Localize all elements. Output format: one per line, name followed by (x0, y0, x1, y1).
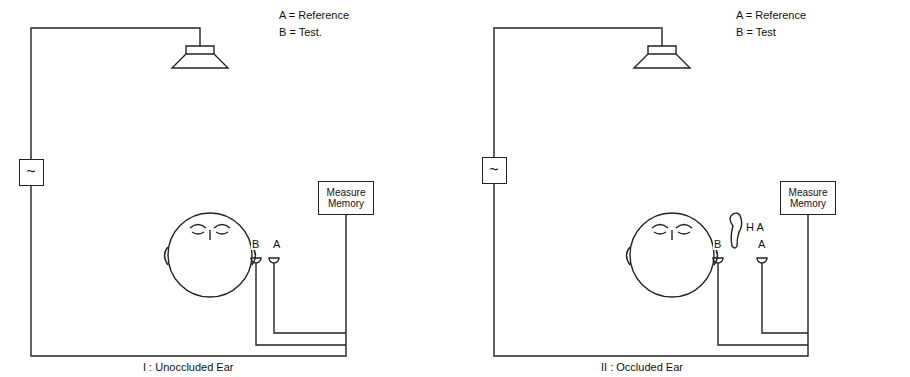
speaker-wire (494, 28, 662, 158)
microphone-b (713, 258, 808, 345)
node-text: ~ (489, 161, 498, 179)
signal-wire (494, 184, 808, 357)
microphone-a (757, 258, 808, 333)
panel-caption: I : Unoccluded Ear (142, 361, 235, 373)
panel-caption: II : Occluded Ear (600, 361, 684, 373)
microphone-label: A (757, 238, 766, 250)
ear (165, 247, 169, 265)
legend-note: A = Reference (278, 9, 350, 21)
microphone-a (269, 258, 346, 333)
node-text: ~ (26, 163, 35, 181)
microphone-label: A (272, 238, 281, 250)
microphone-label: B (251, 238, 260, 250)
legend-note: A = Reference (735, 9, 807, 21)
loudspeaker-symbol (634, 46, 690, 68)
loudspeaker-symbol (172, 46, 228, 68)
measure-memory-box: Measure Memory (318, 181, 374, 215)
face-nose (671, 230, 672, 240)
microphone-b (251, 258, 346, 345)
signal-generator: ~ (482, 157, 507, 184)
microphone-label: B (713, 238, 722, 250)
hearing-aid-symbol (730, 213, 742, 248)
head-outline (168, 213, 252, 297)
speaker-wire (31, 28, 200, 160)
signal-wire (31, 186, 346, 357)
signal-generator: ~ (19, 159, 44, 186)
face-nose (209, 230, 210, 240)
node-text: Measure Memory (785, 187, 831, 210)
hearing-aid-label: H A (745, 221, 765, 233)
legend-note: B = Test (735, 26, 777, 38)
ear (627, 247, 631, 265)
node-text: Measure Memory (323, 187, 369, 210)
legend-note: B = Test. (278, 26, 323, 38)
measure-memory-box: Measure Memory (780, 181, 836, 215)
head-outline (630, 213, 714, 297)
